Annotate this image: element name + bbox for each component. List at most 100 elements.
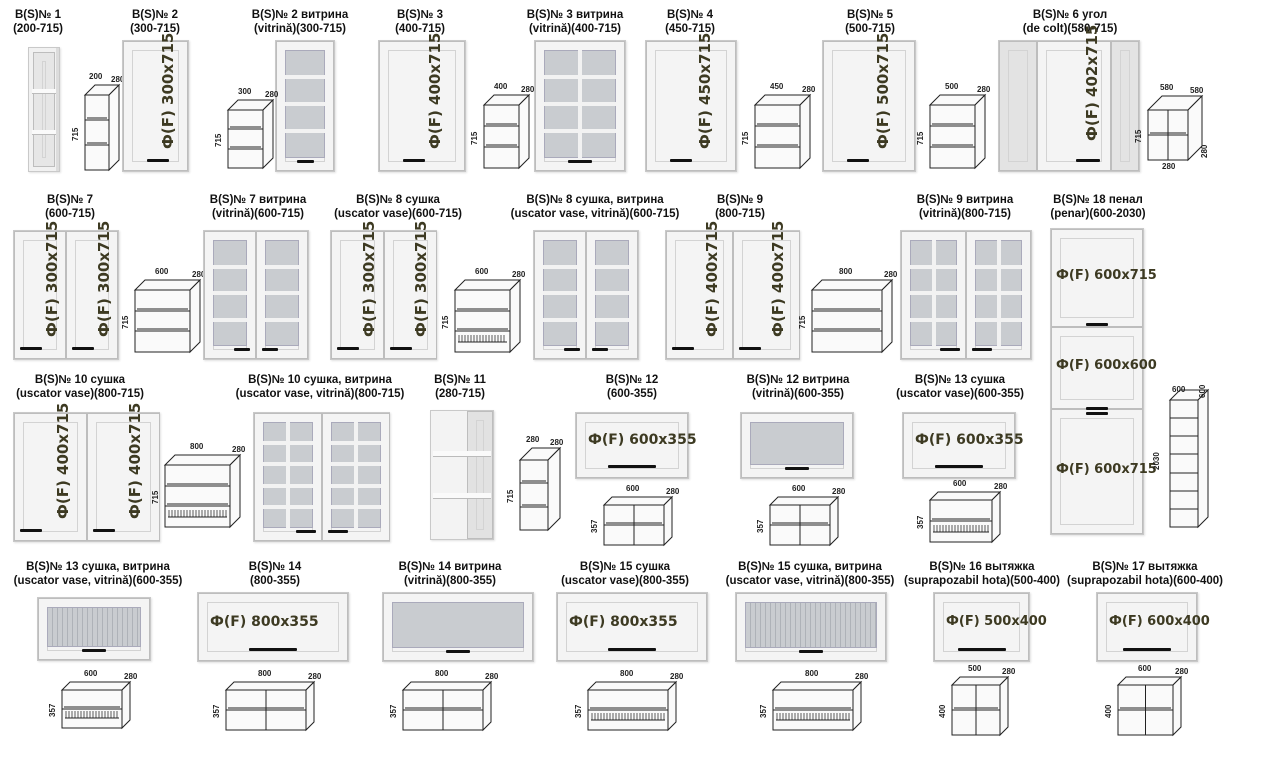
cabinet-door[interactable]	[1051, 409, 1143, 534]
sketch-side	[991, 490, 1001, 544]
door-handle[interactable]	[20, 347, 42, 350]
door-handle[interactable]	[672, 347, 694, 350]
cabinet-front[interactable]	[740, 412, 854, 479]
cabinet-door[interactable]	[87, 413, 160, 541]
cabinet-front[interactable]: Ф(F) 800x355	[197, 592, 349, 662]
door-handle[interactable]	[446, 650, 470, 653]
cabinet-front[interactable]	[382, 592, 534, 662]
item-name: B(S)№ 9	[716, 194, 764, 206]
door-handle[interactable]	[297, 160, 314, 163]
cabinet-front[interactable]	[534, 40, 626, 172]
cabinet-door[interactable]	[14, 231, 66, 359]
door-handle[interactable]	[328, 530, 348, 533]
corner-shelf-cabinet[interactable]	[430, 410, 494, 540]
door-handle[interactable]	[670, 159, 692, 162]
cabinet-front[interactable]	[37, 597, 151, 661]
door-handle[interactable]	[72, 347, 94, 350]
door-handle[interactable]	[935, 465, 983, 468]
door-handle[interactable]	[337, 347, 359, 350]
cabinet-door[interactable]	[733, 231, 800, 359]
sketch-front	[754, 104, 801, 169]
cabinet-door[interactable]	[14, 413, 87, 541]
door-handle[interactable]	[1086, 407, 1108, 410]
door-handle[interactable]	[847, 159, 869, 162]
door-handle[interactable]	[592, 348, 608, 351]
cabinet-door[interactable]	[66, 231, 118, 359]
front-size-label: Ф(F) 500x400	[946, 614, 1047, 629]
cabinet-front[interactable]: Ф(F) 450x715	[645, 33, 737, 172]
cabinet-front[interactable]: Ф(F) 500x400	[933, 592, 1047, 662]
door-handle[interactable]	[234, 348, 250, 351]
sketch-top	[224, 681, 316, 691]
door-handle[interactable]	[1123, 648, 1171, 651]
cabinet-front[interactable]	[900, 230, 1032, 360]
item-name: B(S)№ 15 сушка	[579, 561, 671, 573]
cabinet-door[interactable]	[1051, 327, 1143, 409]
door-handle[interactable]	[568, 160, 592, 163]
door-handle[interactable]	[262, 348, 278, 351]
cabinet-front[interactable]	[275, 40, 335, 172]
door-handle[interactable]	[608, 465, 656, 468]
cabinet-door[interactable]	[823, 41, 915, 171]
door-handle[interactable]	[147, 159, 169, 162]
cabinet-door[interactable]	[646, 41, 736, 171]
door-handle[interactable]	[564, 348, 580, 351]
door-handle[interactable]	[1076, 159, 1100, 162]
cabinet-door[interactable]	[1097, 593, 1197, 661]
door-handle[interactable]	[20, 529, 42, 532]
door-handle[interactable]	[608, 648, 656, 651]
door-handle[interactable]	[390, 347, 412, 350]
door-handle[interactable]	[940, 348, 960, 351]
door-handle[interactable]	[296, 530, 316, 533]
dimension-label: 500	[968, 664, 982, 673]
item-title: B(S)№ 9 витрина(vitrină)(800-715)	[917, 193, 1013, 221]
cabinet-door[interactable]	[123, 41, 188, 171]
door-handle[interactable]	[972, 348, 992, 351]
sketch-side	[262, 98, 274, 170]
dimension-label: 200	[89, 72, 103, 81]
dimension-sketch	[83, 83, 121, 172]
dimension-sketch	[453, 278, 522, 354]
cabinet-door[interactable]	[1051, 229, 1143, 327]
cabinet-front[interactable]: Ф(F) 600x355	[575, 412, 697, 479]
door-handle[interactable]	[249, 648, 297, 651]
door-handle[interactable]	[785, 467, 809, 470]
cabinet-door[interactable]	[1037, 41, 1111, 171]
cabinet-front[interactable]	[28, 47, 60, 172]
cabinet-door[interactable]	[379, 41, 465, 171]
door-handle[interactable]	[403, 159, 425, 162]
item-size: (uscator vase, vitrină)(800-355)	[725, 575, 895, 587]
door-handle[interactable]	[93, 529, 115, 532]
door-handle[interactable]	[1086, 323, 1108, 326]
cabinet-front[interactable]	[203, 230, 309, 360]
cabinet-door[interactable]	[666, 231, 733, 359]
door-handle[interactable]	[958, 648, 1006, 651]
door-handle[interactable]	[739, 347, 761, 350]
item-title: B(S)№ 16 вытяжка(suprapozabil hota)(500-…	[904, 560, 1060, 588]
dimension-label: 600	[953, 479, 967, 488]
door-handle[interactable]	[799, 650, 823, 653]
cabinet-front[interactable]: Ф(F) 402x715	[998, 25, 1140, 172]
door-handle[interactable]	[1086, 412, 1108, 415]
cabinet-front[interactable]	[253, 412, 390, 542]
cabinet-front[interactable]: Ф(F) 400x715	[378, 33, 466, 172]
item-size: (uscator vase)(600-715)	[334, 208, 462, 220]
cabinet-door[interactable]	[331, 231, 384, 359]
cabinet-front[interactable]: Ф(F) 300x715	[122, 33, 189, 172]
cabinet-front[interactable]: Ф(F) 600x400	[1096, 592, 1210, 662]
cabinet-front[interactable]	[533, 230, 639, 360]
item-name: B(S)№ 17 вытяжка	[1092, 561, 1198, 573]
cabinet-front[interactable]: Ф(F) 500x715	[822, 33, 916, 172]
dimension-label: 280	[192, 270, 206, 279]
cabinet-door[interactable]	[384, 231, 437, 359]
cabinet-front[interactable]: Ф(F) 800x355	[556, 592, 708, 662]
door-handle[interactable]	[82, 649, 106, 652]
cabinet-front[interactable]: Ф(F) 600x355	[902, 412, 1024, 479]
cabinet-door[interactable]	[198, 593, 348, 661]
cabinet-front[interactable]	[735, 592, 887, 662]
